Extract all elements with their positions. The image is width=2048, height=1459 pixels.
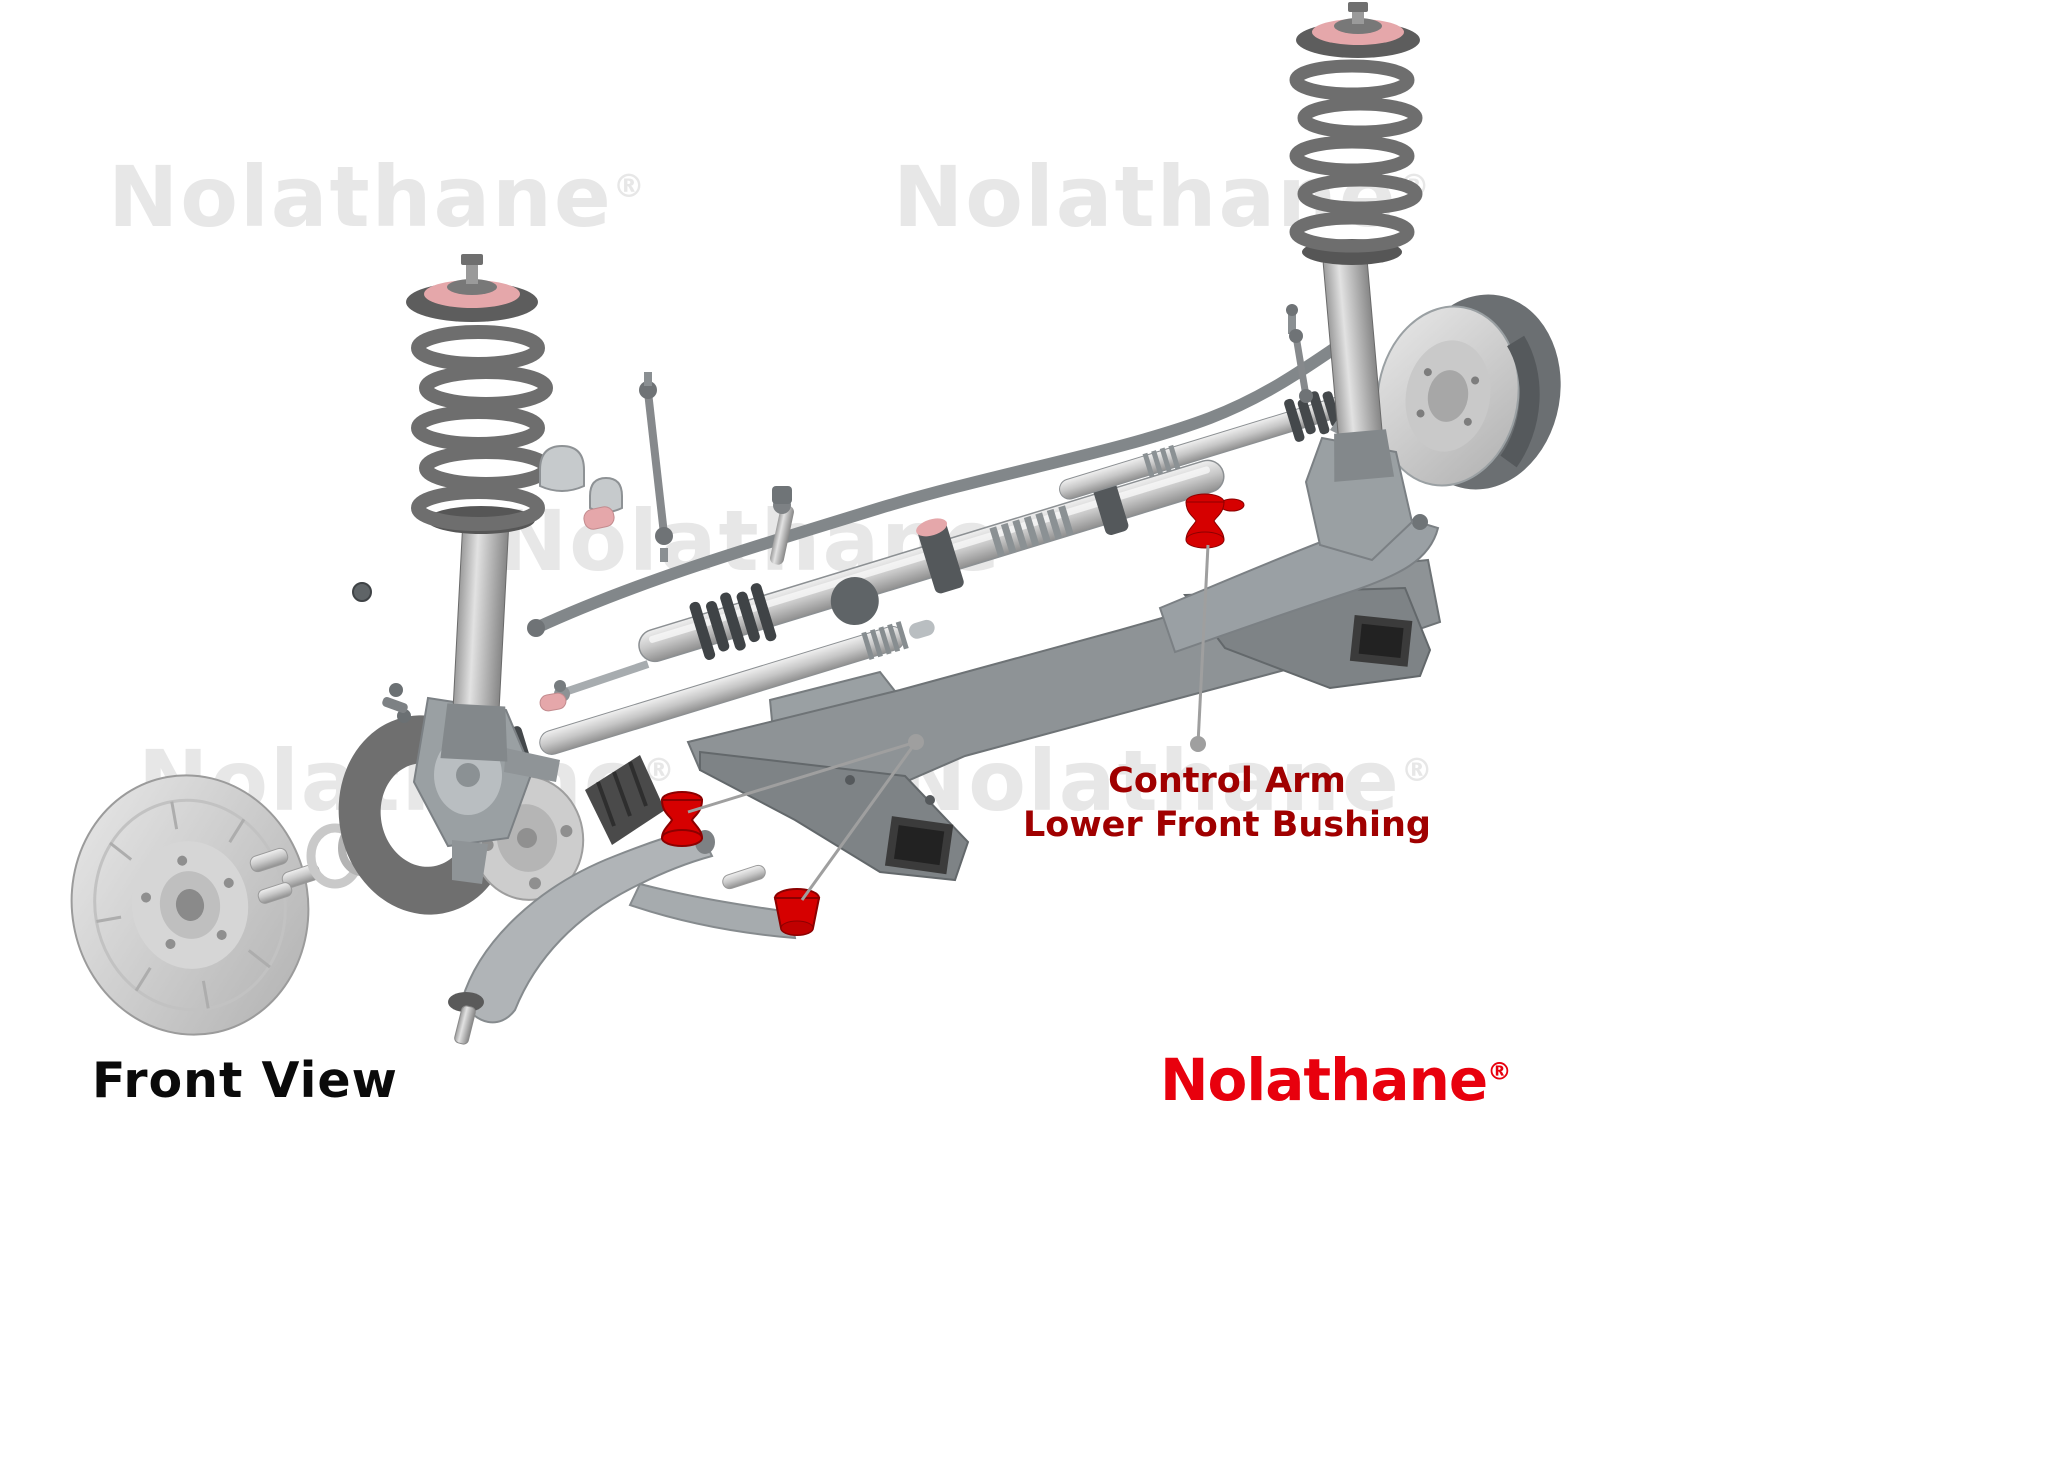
- registered-mark: ®: [612, 167, 647, 205]
- steering-rack: [638, 459, 1225, 663]
- loose-nut: [352, 582, 372, 602]
- watermark: Nolathane®: [108, 148, 647, 246]
- rack-mount-bushing: [916, 518, 948, 537]
- steering-input-shaft: [770, 486, 794, 565]
- sway-bar-bushings: [539, 506, 615, 712]
- right-lower-front-bushing: [1185, 493, 1245, 549]
- nolathane-logo: Nolathane®: [1160, 1046, 1512, 1114]
- rack-clamp: [917, 520, 964, 594]
- callout-label: Control Arm Lower Front Bushing: [1012, 760, 1442, 848]
- subframe-right-beam-opening: [1349, 614, 1413, 667]
- watermark-text: Nolathane: [108, 148, 613, 246]
- left-brake-disc: [70, 774, 310, 1036]
- callout-line-2: Lower Front Bushing: [1023, 804, 1431, 845]
- sway-bar-link: [639, 372, 673, 562]
- sway-bar-clamps: [539, 444, 623, 513]
- leader-dot: [1190, 736, 1206, 752]
- rack-clamp-2: [1092, 479, 1129, 535]
- rack-splines: [989, 505, 1074, 558]
- registered-mark: ®: [1400, 751, 1435, 789]
- subframe-left-beam-opening: [884, 816, 954, 875]
- right-strut-assembly: [1286, 2, 1423, 482]
- inner-tie-rod: [554, 660, 650, 702]
- right-coil-spring: [1289, 59, 1423, 253]
- view-label: Front View: [92, 1052, 398, 1109]
- left-strut-assembly: [406, 254, 553, 762]
- right-strut-mount: [1296, 2, 1420, 58]
- ball-joint: [448, 992, 484, 1045]
- right-sway-bar-link: [1286, 304, 1313, 403]
- lower-front-bushing-exploded: [660, 791, 704, 847]
- registered-mark: ®: [1487, 1056, 1511, 1086]
- left-coil-spring: [411, 325, 553, 531]
- right-brake-assembly: [1376, 294, 1561, 490]
- bushing-sleeve-pin: [722, 864, 766, 890]
- callout-leader-lines: [687, 544, 1210, 901]
- logo-text: Nolathane: [1160, 1046, 1488, 1114]
- lower-front-bushing-cup: [773, 888, 821, 936]
- cv-boot: [585, 755, 665, 845]
- leader-dot: [908, 734, 924, 750]
- rack-bellows-left: [689, 583, 777, 660]
- callout-line-1: Control Arm: [1108, 761, 1346, 801]
- rack-pinion-housing: [830, 577, 879, 626]
- wheel-bearing-parts: [249, 820, 386, 904]
- left-strut-mount: [406, 254, 538, 322]
